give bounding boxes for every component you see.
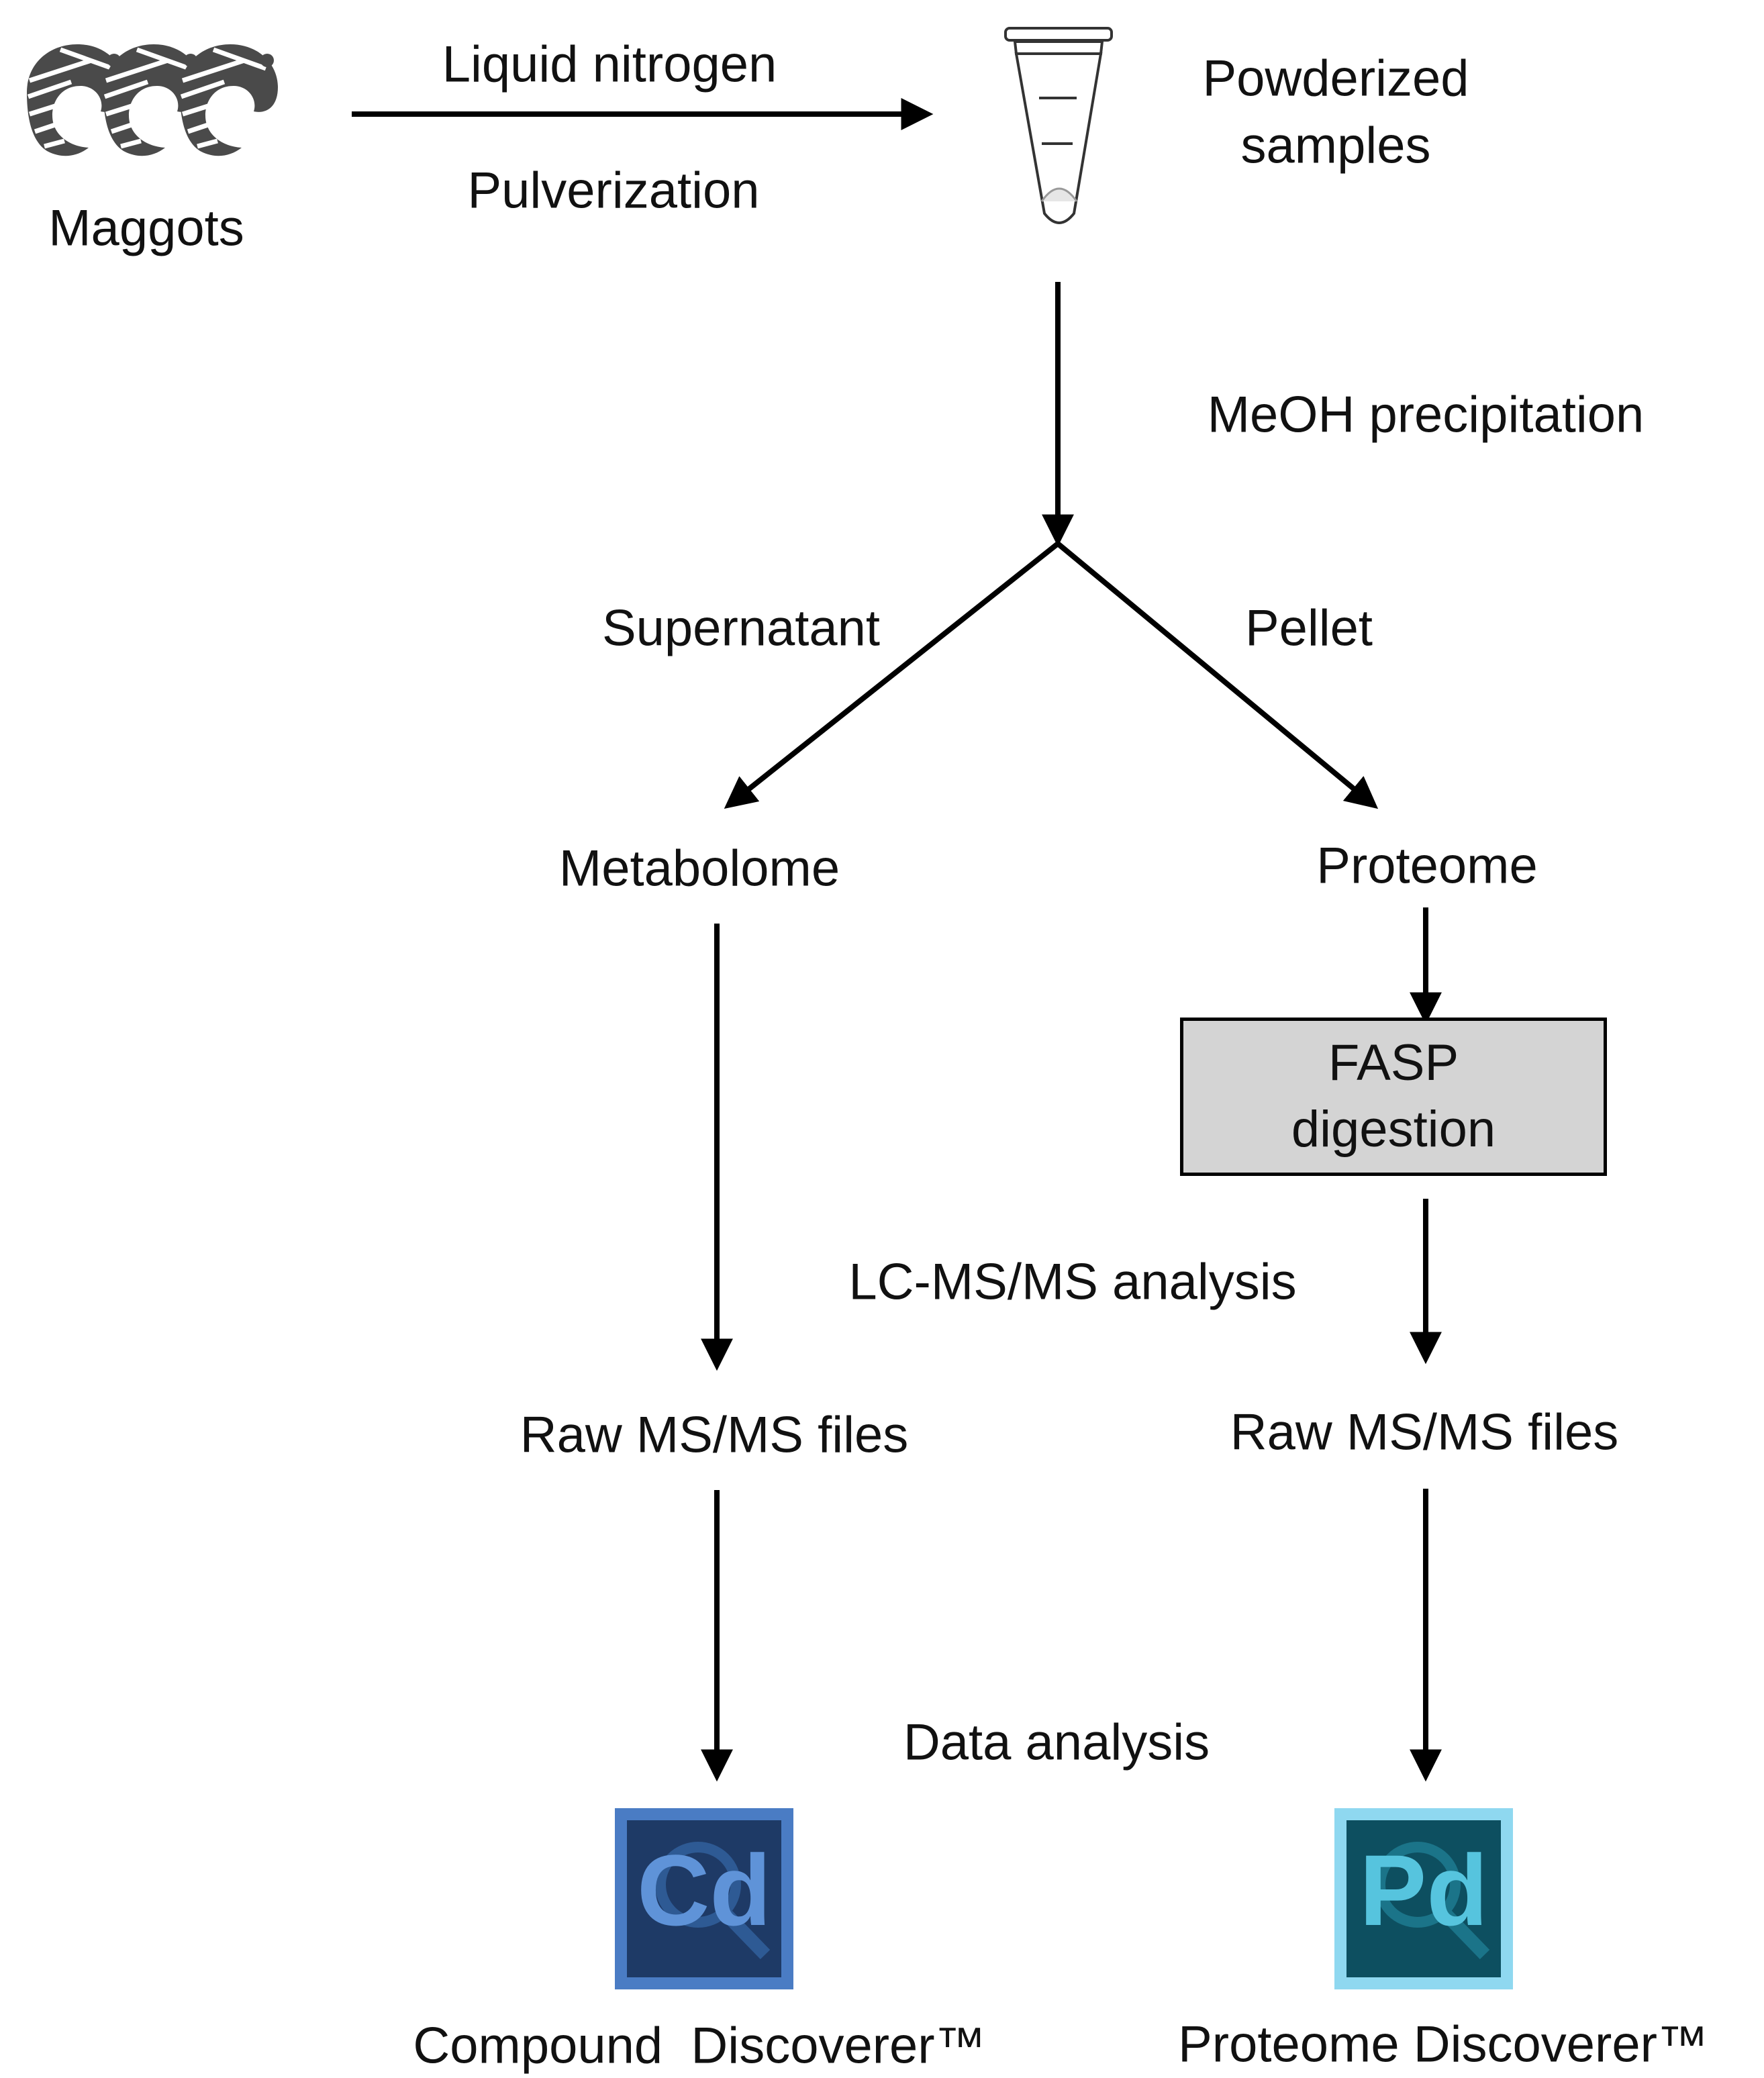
fasp-line2: digestion <box>1291 1101 1496 1158</box>
proteome-discoverer-logo: Pd <box>1334 1808 1513 1989</box>
fasp-digestion-box: FASP digestion <box>1180 1018 1607 1176</box>
pellet-label: Pellet <box>1244 599 1373 657</box>
raw-msms-files-left: Raw MS/MS files <box>520 1406 909 1464</box>
arrow-supernatant <box>724 541 1060 809</box>
fasp-line1: FASP <box>1328 1034 1459 1092</box>
powderized-samples-label: Powderized samples <box>1202 46 1469 181</box>
compound-discoverer-logo: Cd <box>615 1808 793 1989</box>
data-analysis-label: Data analysis <box>903 1714 1210 1771</box>
maggots-icon <box>27 44 278 156</box>
pulverization-label: Pulverization <box>467 162 760 219</box>
metabolome-label: Metabolome <box>558 840 840 897</box>
arrow-pellet <box>1056 541 1379 809</box>
svg-text:Pd: Pd <box>1359 1834 1488 1946</box>
powderized-line1: Powderized <box>1202 50 1469 107</box>
liquid-nitrogen-label: Liquid nitrogen <box>442 36 777 93</box>
proteome-discoverer-label: Proteome Discoverer™ <box>1178 2016 1708 2073</box>
tube-icon <box>1004 27 1113 224</box>
powderized-line2: samples <box>1240 117 1431 175</box>
lcms-analysis-label: LC-MS/MS analysis <box>848 1253 1297 1311</box>
raw-msms-files-right: Raw MS/MS files <box>1230 1403 1619 1461</box>
proteome-label: Proteome <box>1316 837 1538 895</box>
maggots-label: Maggots <box>48 199 244 257</box>
compound-discoverer-label: Compound Discoverer™ <box>413 2017 986 2075</box>
svg-text:Cd: Cd <box>637 1834 771 1946</box>
supernatant-label: Supernatant <box>601 599 881 657</box>
meoh-precipitation-label: MeOH precipitation <box>1207 386 1645 444</box>
